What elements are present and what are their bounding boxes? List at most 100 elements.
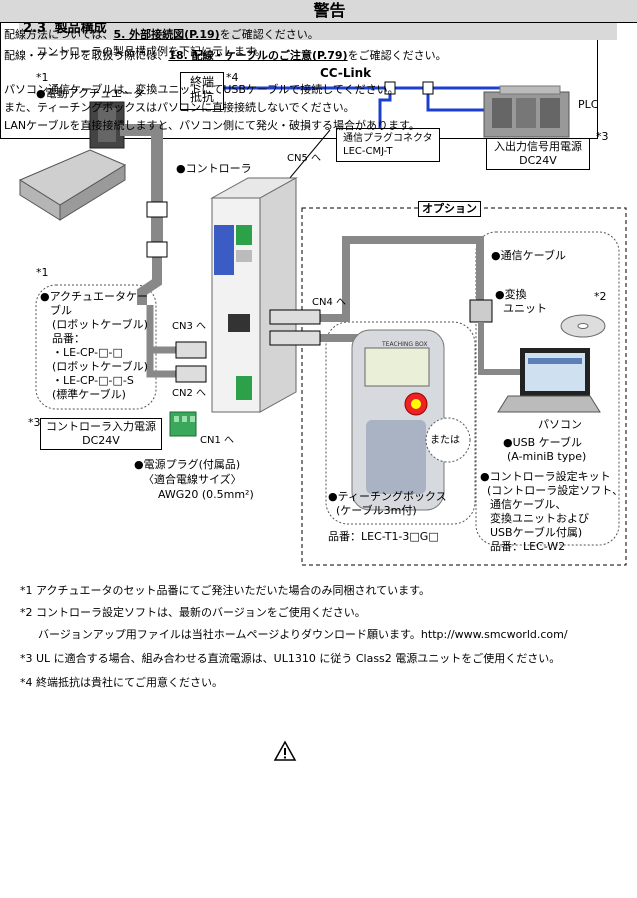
- terminator-label-1: 終端: [189, 75, 214, 89]
- ctrl-power-label-1: コントローラ入力電源: [46, 420, 156, 433]
- plug-label-3: AWG20 (0.5mm²): [158, 488, 254, 501]
- connector-label-2: LEC-CMJ-T: [343, 146, 393, 157]
- actuator-label: ●電動アクチュエータ: [36, 87, 145, 100]
- warning-title-bar: 警告: [0, 0, 637, 23]
- cable-label-6: (ロボットケーブル): [52, 360, 148, 373]
- cn2-label: CN2 へ: [172, 388, 207, 399]
- warning-line-1-text: 配線方法については、: [4, 28, 114, 41]
- footnote-2-continued: バージョンアップ用ファイルは当社ホームページよりダウンロード願います。http:…: [38, 628, 568, 641]
- cn4-plug-1: [269, 309, 321, 325]
- kit-label-3: 通信ケーブル、: [490, 498, 567, 511]
- terminator-note: *4: [226, 71, 239, 84]
- io-power-label-2: DC24V: [519, 154, 557, 167]
- or-circle: [425, 417, 471, 463]
- warning-title: 警告: [313, 1, 346, 20]
- plc-image: [483, 85, 570, 138]
- io-power-note: *3: [596, 130, 609, 143]
- actuator-image: [18, 101, 127, 221]
- converter-unit: [469, 299, 493, 323]
- teaching-label-1: ●ティーチングボックス: [328, 490, 447, 503]
- cable-connector-2: [146, 241, 168, 258]
- warning-line-1: 配線方法については、5. 外部接続図(P.19)をご確認ください。: [4, 28, 319, 42]
- plug-label-1: ●電源プラグ(付属品): [134, 458, 241, 471]
- warning-line-2-text: 配線・ケーブルを取扱う際には、: [4, 49, 169, 62]
- usb-cable: [478, 322, 520, 375]
- cable-connector-1: [146, 201, 168, 218]
- teaching-label-2: (ケーブル3m付): [336, 504, 417, 517]
- controller-image: [210, 177, 298, 413]
- cable-to-cn2: [146, 305, 180, 378]
- laptop-image: [497, 348, 601, 413]
- cable-label-5: ・LE-CP-□-□: [52, 346, 123, 359]
- teaching-box-image: [351, 329, 445, 511]
- warning-line-1-suffix: をご確認ください。: [219, 28, 319, 41]
- option-label: オプション: [418, 201, 481, 217]
- pc-area: [475, 231, 620, 546]
- comm-cable-label: ●通信ケーブル: [491, 249, 566, 262]
- cclink-label: CC-Link: [320, 66, 372, 80]
- cn1-label: CN1 へ: [200, 435, 235, 446]
- power-plug-image: [169, 411, 197, 437]
- cclink-tap-2: [422, 81, 434, 95]
- warning-box: 警告 配線方法については、5. 外部接続図(P.19)をご確認ください。 配線・…: [0, 0, 637, 139]
- kit-label-5: USBケーブル付属): [490, 526, 583, 539]
- plug-label-2: 〈適合電線サイズ〉: [143, 473, 242, 486]
- section-header: 2.3 製品構成: [19, 18, 617, 40]
- ctrl-power-box: コントローラ入力電源 DC24V: [40, 418, 162, 450]
- teaching-part: 品番：LEC-T1-3□G□: [328, 530, 439, 543]
- converter-label-1: ●変換: [495, 288, 527, 301]
- cn2-plug: [175, 365, 207, 383]
- warning-line-5: LANケーブルを直接接続しますと、パソコン側にて発火・破損する場合があります。: [4, 119, 420, 132]
- connector-box: 通信プラグコネクタ LEC-CMJ-T: [336, 128, 440, 162]
- software-cd-image: [560, 314, 606, 338]
- plc-label: PLC: [578, 98, 599, 111]
- warning-line-2-suffix: をご確認ください。: [347, 49, 447, 62]
- cn4-label: CN4 へ: [312, 297, 347, 308]
- pc-label: パソコン: [538, 418, 582, 431]
- kit-label-6: 品番：LEC-W2: [490, 540, 566, 553]
- cclink-tap-1: [384, 81, 396, 95]
- cable-label-8: (標準ケーブル): [52, 388, 126, 401]
- terminator-label-2: 抵抗: [189, 90, 214, 104]
- cn3-label: CN3 へ: [172, 321, 207, 332]
- cable-note: *1: [36, 266, 49, 279]
- external-wiring-link[interactable]: 5. 外部接続図(P.19): [113, 28, 220, 41]
- kit-label-2: (コントローラ設定ソフト、: [487, 484, 624, 497]
- kit-label-1: ●コントローラ設定キット: [480, 470, 611, 483]
- software-note: *2: [594, 290, 607, 303]
- intro-text: コントローラの製品構成例を下記に示します。: [36, 45, 266, 58]
- cn5-label: CN5 へ: [287, 153, 322, 164]
- cable-label-2: ブル: [50, 304, 72, 317]
- section-number: 2.3: [23, 21, 47, 36]
- warning-triangle-icon: [273, 740, 297, 761]
- comm-cable: [320, 236, 484, 322]
- actuator-note: *1: [36, 71, 49, 84]
- cn3-plug: [175, 341, 207, 359]
- section-title: 製品構成: [54, 21, 107, 36]
- cable-caution-link[interactable]: 18. 配線・ケーブルのご注意(P.79): [168, 49, 348, 62]
- io-power-box: 入出力信号用電源 DC24V: [486, 138, 590, 170]
- cable-label-7: ・LE-CP-□-□-S: [52, 374, 134, 387]
- converter-label-2: ユニット: [503, 302, 547, 315]
- warning-line-4: また、ティーチングボックスはパソコンに直接接続しないでください。: [4, 101, 355, 114]
- actuator-cable-low: [137, 257, 162, 305]
- connector-label-1: 通信プラグコネクタ: [343, 133, 433, 144]
- usb-label-2: (A-miniB type): [507, 450, 587, 463]
- plc-link: [426, 88, 484, 112]
- ctrl-power-note: *3: [28, 416, 41, 429]
- cable-label-4: 品番：: [52, 332, 85, 345]
- cn4-plug-2: [269, 330, 321, 346]
- terminator-box: 終端 抵抗: [180, 72, 224, 110]
- footnote-1: *1 アクチュエータのセット品番にてご発注いただいた場合のみ同梱されています。: [20, 584, 431, 597]
- usb-label-1: ●USB ケーブル: [503, 436, 583, 449]
- footnote-2: *2 コントローラ設定ソフトは、最新のバージョンをご使用ください。: [20, 606, 366, 619]
- footnote-3: *3 UL に適合する場合、組み合わせる直流電源は、UL1310 に従う Cla…: [20, 652, 561, 665]
- warning-line-3: パソコン通信ケーブルは、変換ユニットにてUSBケーブルで接続してください。: [4, 83, 399, 96]
- warning-line-2: 配線・ケーブルを取扱う際には、18. 配線・ケーブルのご注意(P.79)をご確認…: [4, 49, 447, 63]
- ctrl-power-label-2: DC24V: [82, 434, 120, 447]
- teaching-brand: TEACHING BOX: [382, 341, 428, 348]
- cable-label-3: (ロボットケーブル): [52, 318, 148, 331]
- controller-label: ●コントローラ: [176, 162, 252, 175]
- kit-label-4: 変換ユニットおよび: [490, 512, 589, 525]
